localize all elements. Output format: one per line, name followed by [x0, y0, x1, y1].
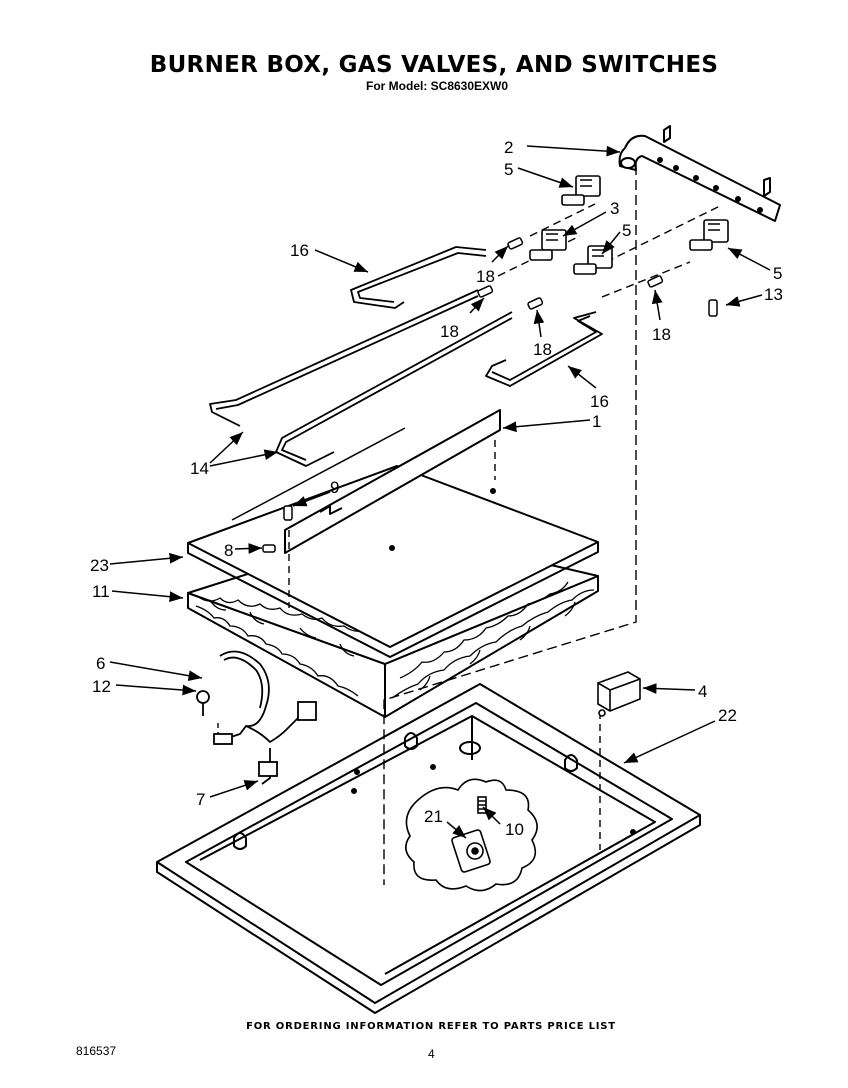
callout-13: 13 [764, 285, 783, 304]
callout-2: 2 [504, 138, 513, 157]
callout-3: 3 [610, 199, 619, 218]
gas-valve-right [689, 219, 729, 251]
tube-14-upper [209, 289, 479, 427]
tube-16-rear [350, 246, 487, 309]
page-number: 4 [428, 1047, 435, 1061]
callout-10: 10 [505, 820, 524, 839]
callout-18-c: 18 [533, 340, 552, 359]
callout-12: 12 [92, 677, 111, 696]
callout-16-front: 16 [590, 392, 609, 411]
callout-16-rear: 16 [290, 241, 309, 260]
callout-21: 21 [424, 807, 443, 826]
gas-valve-rear-left [561, 175, 601, 206]
callout-18-a: 18 [476, 267, 495, 286]
callout-5-top: 5 [504, 160, 513, 179]
callout-7: 7 [196, 790, 205, 809]
page-title: BURNER BOX, GAS VALVES, AND SWITCHES [149, 52, 719, 78]
callout-9: 9 [330, 478, 339, 497]
model-subtitle: For Model: SC8630EXW0 [366, 79, 509, 93]
callout-18-d: 18 [652, 325, 671, 344]
fasteners [262, 237, 718, 553]
callout-22: 22 [718, 706, 737, 725]
ordering-info-note: FOR ORDERING INFORMATION REFER TO PARTS … [246, 1021, 616, 1032]
callout-6: 6 [96, 654, 105, 673]
gas-valve-front-left [529, 229, 567, 261]
switch-block [597, 671, 641, 717]
document-number: 816537 [76, 1044, 117, 1058]
callout-5-right: 5 [773, 264, 782, 283]
callout-5-center: 5 [622, 221, 631, 240]
callout-14: 14 [190, 459, 209, 478]
spark-module-area [405, 778, 538, 892]
gas-manifold [618, 125, 781, 222]
callout-4: 4 [698, 682, 707, 701]
callout-23: 23 [90, 556, 109, 575]
gas-valve-center [573, 245, 613, 275]
callout-1: 1 [592, 412, 601, 431]
burner-box [156, 683, 701, 1014]
callout-leaders [109, 145, 771, 839]
callout-8: 8 [224, 541, 233, 560]
callout-numbers: 2 5 3 5 5 13 16 18 18 18 18 16 1 14 9 8 … [90, 138, 783, 839]
gas-valve-group [529, 175, 729, 275]
callout-11: 11 [92, 582, 110, 601]
callout-18-b: 18 [440, 322, 459, 341]
tube-16-front [485, 311, 603, 387]
wire-harness [196, 650, 317, 785]
